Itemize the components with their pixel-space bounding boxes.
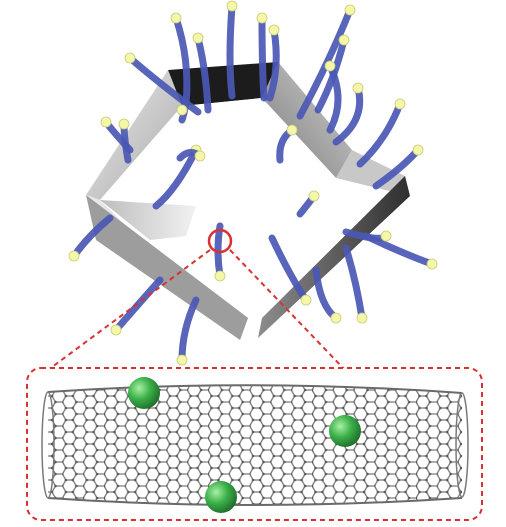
ligand-tip-7 <box>338 34 350 46</box>
block-inner-edge <box>100 200 196 240</box>
ligand-tip-13 <box>100 116 112 128</box>
ligand-strand-8 <box>326 62 342 134</box>
ligand-tip-4 <box>256 12 268 24</box>
ligand-tip-18 <box>194 150 206 162</box>
ligand-tip-19 <box>286 124 298 136</box>
block-upper-left-face <box>86 70 182 200</box>
ligand-tip-23 <box>176 354 188 366</box>
block-lower-left-shadow <box>86 195 248 340</box>
ligand-tip-16 <box>68 250 80 262</box>
ligand-strand-14 <box>120 120 132 164</box>
nanoparticle-2 <box>329 415 361 447</box>
ligand-strand-1 <box>172 14 191 108</box>
ligand-tip-2 <box>192 32 204 44</box>
ligand-tip-5 <box>268 24 280 36</box>
block-top-face <box>168 62 278 106</box>
nanoparticle-1 <box>128 377 160 409</box>
ligand-tip-11 <box>412 144 424 156</box>
ligand-tip-24 <box>300 294 312 306</box>
ligand-tip-21 <box>214 270 226 282</box>
block-lower-right-face <box>258 176 410 338</box>
ligand-tip-14 <box>118 118 130 130</box>
ligand-strand-2 <box>194 34 212 114</box>
carbon-nanotube <box>41 384 469 506</box>
callout-line-left <box>47 249 211 371</box>
ligand-tip-22 <box>110 324 122 336</box>
ligand-strand-22 <box>112 276 164 334</box>
ligand-strand-12 <box>126 54 202 116</box>
ligand-tip-6 <box>344 4 356 16</box>
ligand-tip-8 <box>324 60 336 72</box>
ligand-strand-24 <box>268 234 310 304</box>
ligand-tip-20 <box>308 190 320 202</box>
ligand-strand-5 <box>266 26 280 102</box>
block-right-face <box>336 150 410 196</box>
ligand-strand-10 <box>356 100 404 168</box>
ligand-tip-15 <box>176 104 188 116</box>
ligand-strand-4 <box>258 14 268 102</box>
ligand-strand-3 <box>226 2 236 100</box>
highlight-ring <box>207 228 233 254</box>
ligand-tip-1 <box>170 12 182 24</box>
ligand-tip-10 <box>394 98 406 110</box>
callout-line-right <box>229 249 346 371</box>
ligand-tip-27 <box>426 258 438 270</box>
ligand-strand-25 <box>312 266 340 322</box>
ligand-strand-26 <box>342 244 366 322</box>
ligand-tip-3 <box>226 0 238 12</box>
ligand-tip-12 <box>124 52 136 64</box>
ligand-strand-9 <box>332 84 364 146</box>
ligand-strand-23 <box>178 296 200 364</box>
ligand-strand-17 <box>152 146 200 210</box>
nanoparticle-3 <box>205 481 237 513</box>
block-upper-right-face <box>262 62 352 178</box>
ligand-tip-28 <box>380 230 392 242</box>
ligand-tip-26 <box>356 312 368 324</box>
ligand-tip-9 <box>352 82 364 94</box>
polymer-ligands <box>68 0 438 366</box>
ligand-tip-25 <box>330 312 342 324</box>
